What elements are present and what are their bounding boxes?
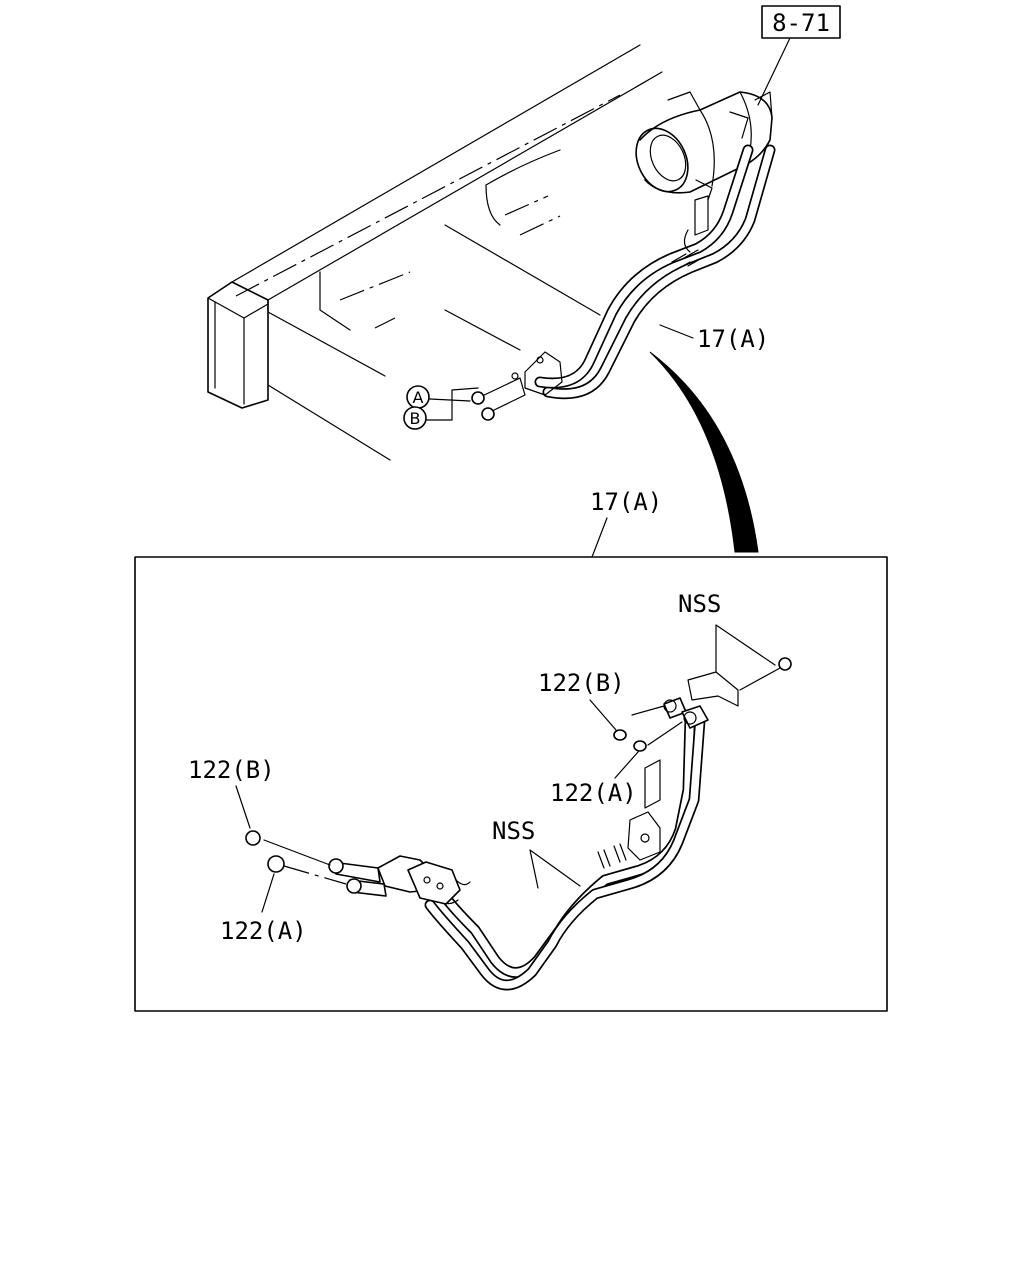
top-hose-label: 17(A) [697, 325, 769, 353]
washer-a-right-label: 122(A) [550, 779, 637, 807]
detail-pointer-arrow [649, 351, 759, 553]
detail-hose-callout: 17(A) [590, 488, 662, 558]
detail-box [134, 556, 888, 1012]
nss-upper-label: NSS [678, 590, 721, 618]
washer-b-right-label: 122(B) [538, 669, 625, 697]
page-ref-label: 8-71 [772, 9, 830, 37]
washer-a-right-callout: 122(A) [550, 751, 639, 807]
top-hose-assembly [429, 144, 776, 421]
callout-a-letter: A [413, 388, 424, 407]
nss-upper-callout: NSS [678, 590, 776, 673]
page-ref-box: 8-71 [757, 5, 841, 106]
callout-b: B [403, 387, 479, 430]
washer-b-left-callout: 122(B) [188, 756, 275, 829]
detail-hose-label: 17(A) [590, 488, 662, 516]
nss-lower-callout: NSS [492, 817, 581, 889]
ac-compressor [635, 91, 773, 201]
callout-b-letter: B [410, 409, 421, 428]
top-hose-callout: 17(A) [659, 324, 769, 353]
detail-hose-assembly [245, 657, 792, 991]
washer-b-right-callout: 122(B) [538, 669, 625, 731]
vehicle-frame-view [207, 44, 663, 461]
washer-b-left-label: 122(B) [188, 756, 275, 784]
washer-a-left-label: 122(A) [220, 917, 307, 945]
nss-lower-label: NSS [492, 817, 535, 845]
washer-a-left-callout: 122(A) [220, 873, 307, 945]
callout-a: A [406, 385, 430, 409]
